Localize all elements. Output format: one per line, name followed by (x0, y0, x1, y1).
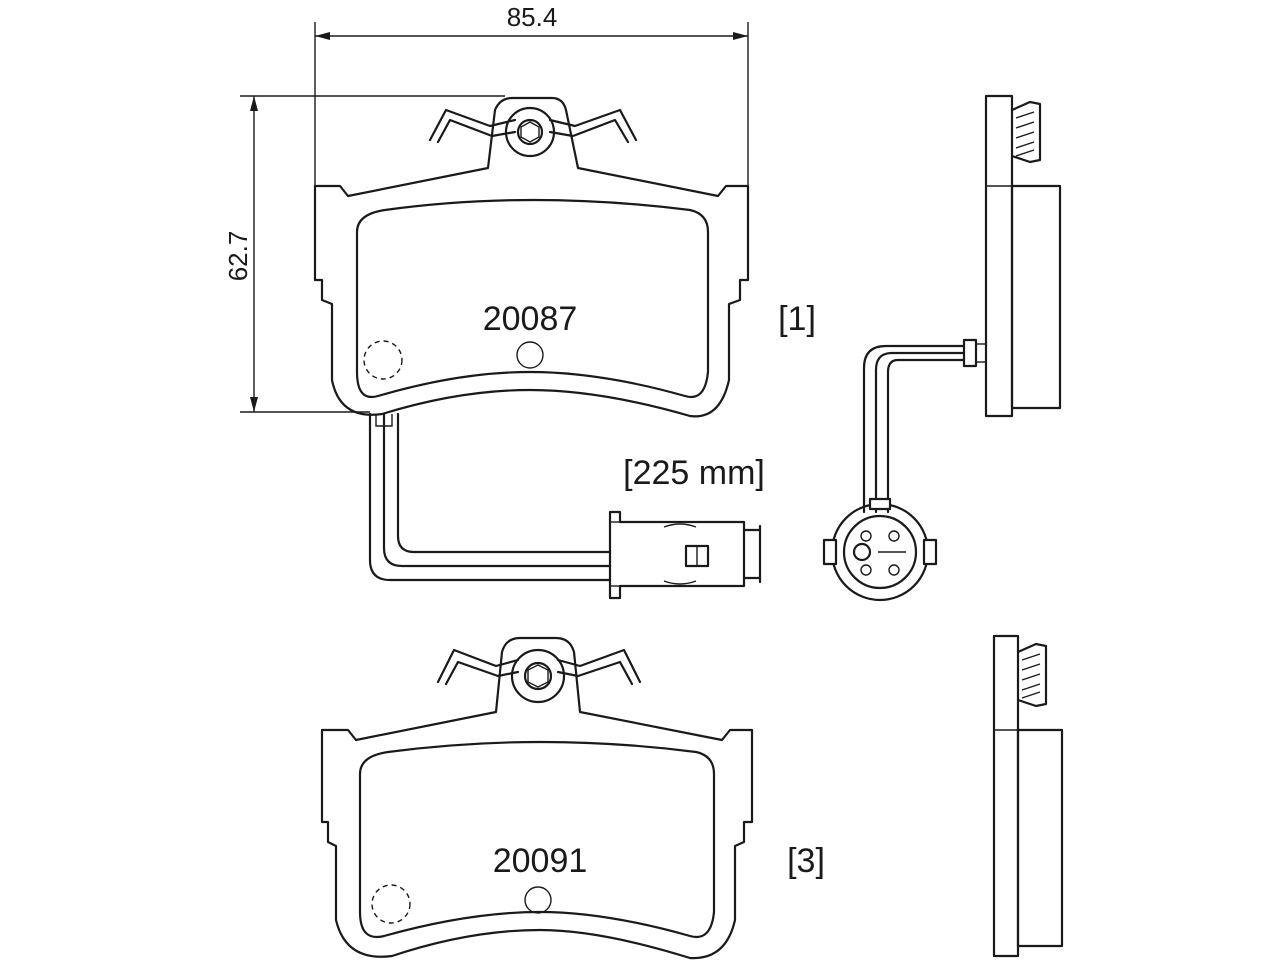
height-dimension: 62.7 (223, 95, 505, 413)
pad-20087-friction-material (355, 198, 710, 399)
pad-20091-part-number: 20091 (493, 842, 588, 880)
pad-20091-backing-plate (320, 636, 754, 960)
pad-20091-friction-material (358, 740, 716, 939)
pad-20087-front-view: 20087 (313, 96, 750, 418)
wire-length-label: [225 mm] (623, 454, 765, 492)
width-dimension-label: 85.4 (507, 2, 558, 32)
pad-20091-center-hole (524, 886, 552, 914)
pad-20087-dashed-hole (363, 340, 403, 380)
pad-20091-dashed-hole (371, 884, 411, 924)
pad-20087-mount-eye (504, 106, 556, 158)
pad-20091-side-view (992, 634, 1064, 958)
pad-20087-backing-plate (313, 96, 750, 418)
wear-sensor-connector (608, 510, 762, 600)
pad-20087-side-view (862, 94, 1062, 514)
round-connector-end-view (822, 497, 938, 602)
pad-20091-spring-clip (436, 648, 642, 684)
pad-20087-part-number: 20087 (483, 300, 578, 338)
pad-20087-ref: [1] (778, 300, 816, 338)
wear-sensor-wire (368, 412, 612, 582)
pad-20091-front-view: 20091 (320, 636, 754, 960)
width-dimension: 85.4 (314, 2, 749, 186)
pad-20091-mount-eye (510, 648, 566, 704)
pad-20087-spring-clip (428, 108, 638, 142)
pad-20091-ref: [3] (787, 842, 825, 880)
pad-20087-center-hole (516, 341, 544, 369)
height-dimension-label: 62.7 (223, 231, 253, 282)
